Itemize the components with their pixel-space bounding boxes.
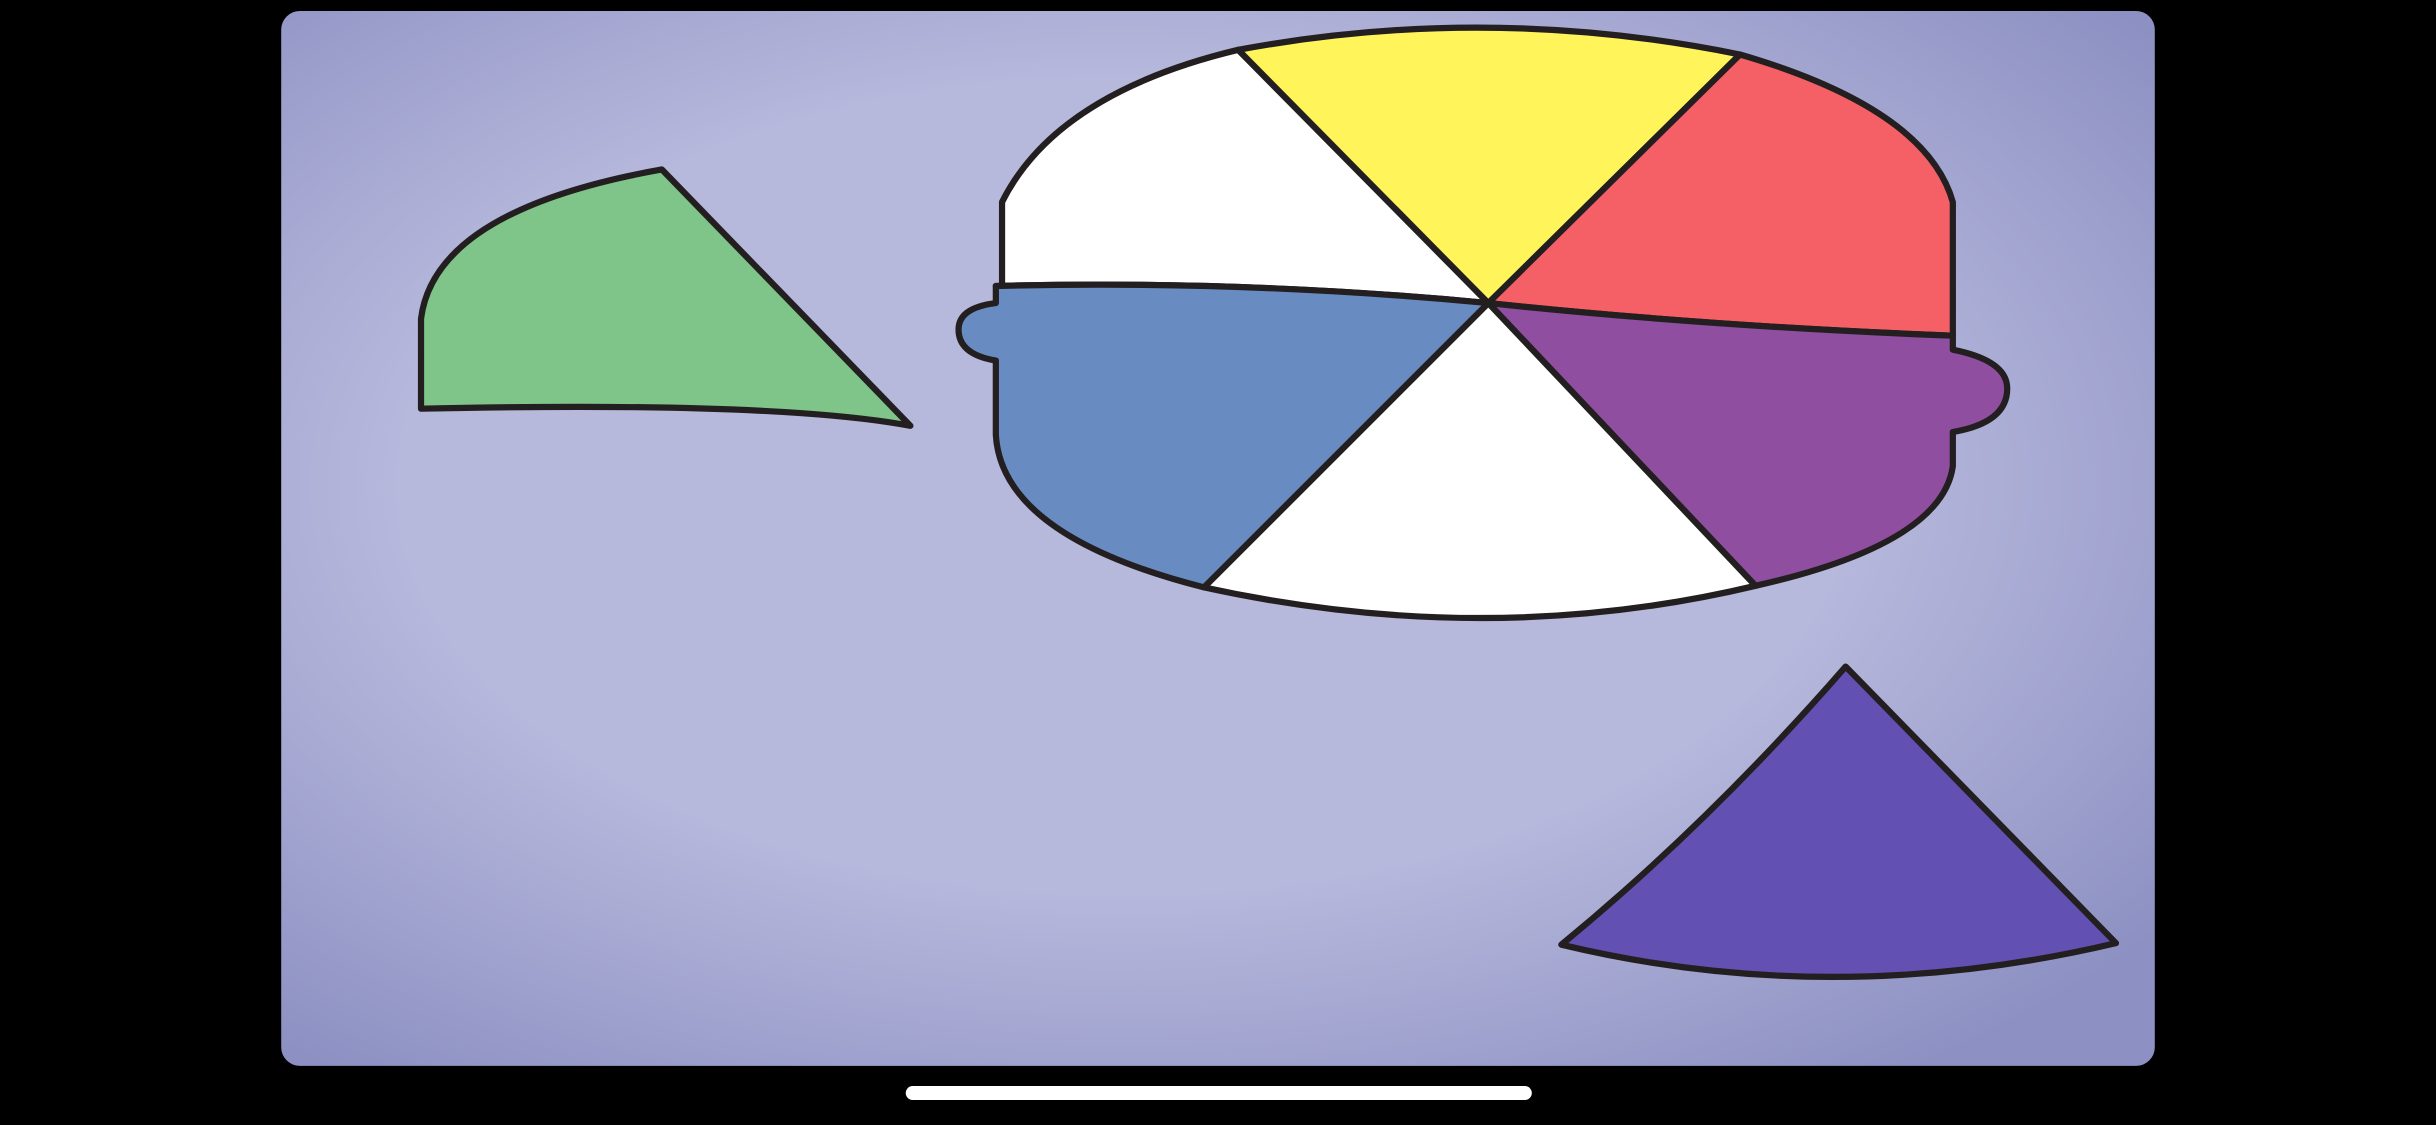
loose-piece-green[interactable] xyxy=(417,166,914,429)
loose-piece-indigo[interactable] xyxy=(1558,663,2120,981)
pot-slice-bottom-right[interactable] xyxy=(1485,299,2011,589)
pot xyxy=(955,24,2011,622)
home-indicator[interactable] xyxy=(905,1086,1532,1101)
pot-slice-bottom-left[interactable] xyxy=(955,281,1492,591)
pot-slice-bottom[interactable] xyxy=(1200,299,1759,622)
pot-slice-top[interactable] xyxy=(1235,24,1744,307)
